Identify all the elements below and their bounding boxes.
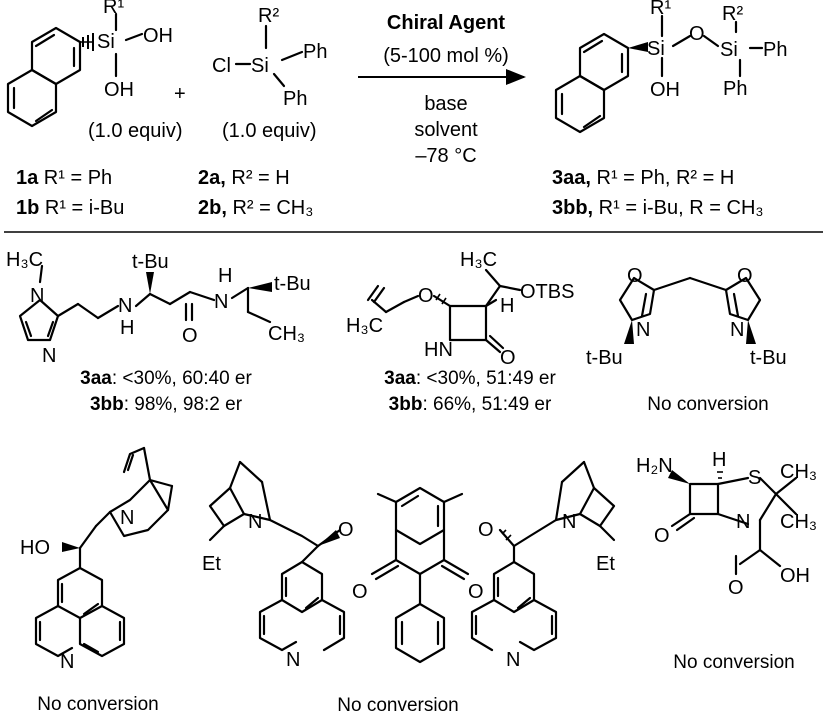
atom-t-bu: t-Bu — [274, 273, 311, 295]
condition-solvent: solvent — [414, 119, 478, 141]
disiloxane-product-structure: R¹ Si OH O R² Si Ph Ph — [554, 0, 787, 134]
atom-o: O — [468, 581, 484, 603]
anthraquinone-bis-cinchona-catalyst: O O O O N N Et Et N N — [202, 460, 615, 671]
atom-si: Si — [97, 31, 115, 53]
atom-cl: Cl — [212, 55, 231, 77]
catalyst6-outcome: No conversion — [673, 652, 794, 673]
atom-h3c: H₃C — [460, 249, 497, 271]
atom-h3c: H₃C — [346, 315, 383, 337]
atom-o: O — [654, 525, 670, 547]
compound-1a-label: 1a R¹ = Ph — [16, 167, 112, 189]
atom-o: O — [352, 581, 368, 603]
catalyst3-outcome: No conversion — [647, 394, 768, 415]
atom-o: O — [182, 325, 198, 347]
atom-oh: OH — [143, 25, 173, 47]
catalyst4-outcome: No conversion — [37, 694, 158, 715]
atom-oh: OH — [650, 79, 680, 101]
catalyst1-result-3bb: 3bb: 98%, 98:2 er — [90, 394, 243, 415]
atom-ph: Ph — [723, 78, 747, 100]
atom-ph: Ph — [303, 41, 327, 63]
atom-o: O — [500, 347, 516, 369]
atom-r1: R¹ — [103, 0, 124, 18]
atom-r2: R² — [258, 5, 279, 27]
atom-t-bu: t-Bu — [750, 347, 787, 369]
atom-hn: HN — [424, 339, 453, 361]
atom-o: O — [418, 285, 434, 307]
atom-ch3: CH₃ — [268, 323, 305, 345]
atom-otbs: OTBS — [520, 281, 574, 303]
condition-base: base — [424, 93, 467, 115]
imidazole-peptide-catalyst: H₃C N N N H t-Bu O N H t-Bu CH₃ — [6, 249, 311, 367]
atom-et: Et — [596, 553, 615, 575]
atom-s: S — [748, 467, 761, 489]
reagent-title: Chiral Agent — [387, 12, 505, 34]
atom-r1: R¹ — [650, 0, 671, 19]
atom-n: N — [730, 319, 744, 341]
reagent-loading: (5-100 mol %) — [383, 45, 509, 67]
atom-n: N — [60, 651, 74, 673]
atom-n: N — [118, 295, 132, 317]
atom-h: H — [500, 295, 514, 317]
atom-n: N — [286, 649, 300, 671]
atom-si: Si — [647, 38, 665, 60]
atom-t-bu: t-Bu — [132, 251, 169, 273]
penicillanic-acid-catalyst: H₂N H S N O CH₃ CH₃ O OH — [636, 449, 817, 599]
condition-temperature: –78 °C — [415, 145, 476, 167]
atom-n: N — [30, 285, 44, 307]
atom-o: O — [627, 265, 643, 287]
atom-et: Et — [202, 553, 221, 575]
atom-n: N — [506, 649, 520, 671]
atom-ph: Ph — [763, 39, 787, 61]
atom-oh: OH — [104, 79, 134, 101]
chlorosilane-equiv: (1.0 equiv) — [222, 120, 317, 142]
atom-ho: HO — [20, 537, 50, 559]
azetidinone-catalyst: H₃C O H HN O H₃C OTBS — [346, 249, 574, 369]
catalyst1-result-3aa: 3aa: <30%, 60:40 er — [80, 368, 252, 389]
atom-n: N — [120, 507, 134, 529]
atom-n: N — [214, 291, 228, 313]
cinchona-alkaloid-catalyst: HO N N — [20, 446, 174, 673]
atom-n: N — [736, 511, 750, 533]
compound-3bb-label: 3bb, R¹ = i-Bu, R = CH₃ — [552, 197, 764, 219]
atom-ph: Ph — [283, 88, 307, 110]
atom-ch3: CH₃ — [780, 461, 817, 483]
atom-o: O — [728, 577, 744, 599]
compound-3aa-label: 3aa, R¹ = Ph, R² = H — [552, 167, 734, 189]
compound-2b-label: 2b, R² = CH₃ — [198, 197, 313, 219]
atom-h3c: H₃C — [6, 249, 43, 271]
atom-si: Si — [720, 39, 738, 61]
silanol-equiv: (1.0 equiv) — [88, 120, 183, 142]
atom-oh: OH — [780, 565, 810, 587]
catalyst2-result-3aa: 3aa: <30%, 51:49 er — [384, 368, 556, 389]
atom-n: N — [636, 319, 650, 341]
catalyst5-outcome: No conversion — [337, 695, 458, 716]
atom-r2: R² — [722, 3, 743, 25]
atom-o: O — [737, 265, 753, 287]
bisoxazoline-catalyst: O O N N t-Bu t-Bu — [586, 265, 787, 369]
compound-1b-label: 1b R¹ = i-Bu — [16, 197, 124, 219]
silanol-structure: R¹ Si OH OH — [6, 0, 173, 128]
atom-h2n: H₂N — [636, 455, 673, 477]
atom-n: N — [42, 345, 56, 367]
compound-2a-label: 2a, R² = H — [198, 167, 290, 189]
catalyst2-result-3bb: 3bb: 66%, 51:49 er — [389, 394, 552, 415]
atom-o: O — [338, 519, 354, 541]
atom-ch3: CH₃ — [780, 511, 817, 533]
atom-h: H — [218, 265, 232, 287]
atom-si: Si — [251, 55, 269, 77]
plus-sign: + — [174, 83, 186, 105]
atom-n: N — [248, 511, 262, 533]
atom-o: O — [478, 519, 494, 541]
atom-h: H — [712, 449, 726, 471]
atom-t-bu: t-Bu — [586, 347, 623, 369]
atom-n: N — [562, 511, 576, 533]
atom-h: H — [120, 317, 134, 339]
chlorosilane-structure: R² Cl Si Ph Ph — [212, 5, 327, 110]
atom-o: O — [689, 23, 705, 45]
